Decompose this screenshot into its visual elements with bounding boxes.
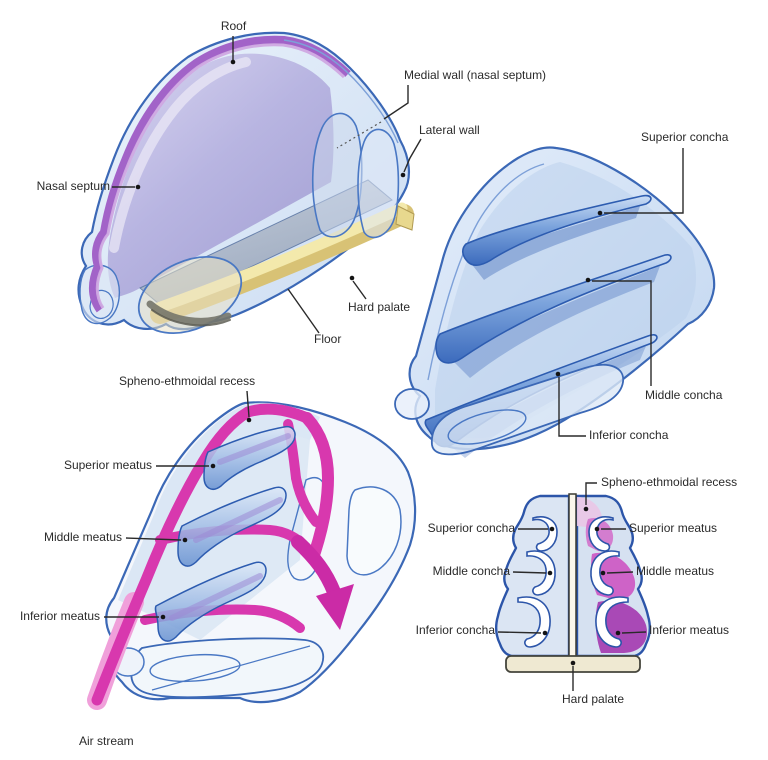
label-nasal-septum: Nasal septum xyxy=(36,179,110,193)
label-middle-concha-lateral: Middle concha xyxy=(645,388,723,402)
airflow-view-art xyxy=(87,401,417,710)
label-hard-palate-coronal: Hard palate xyxy=(562,692,625,706)
label-middle-concha-coronal: Middle concha xyxy=(432,564,510,578)
label-superior-meatus-airflow: Superior meatus xyxy=(63,458,152,472)
label-roof: Roof xyxy=(220,19,247,33)
label-sphenoethmoidal-recess-airflow: Spheno-ethmoidal recess xyxy=(119,374,256,388)
label-superior-concha-lateral: Superior concha xyxy=(641,130,729,144)
label-inferior-concha-lateral: Inferior concha xyxy=(589,428,669,442)
label-air-stream: Air stream xyxy=(79,734,134,748)
leader-lines xyxy=(104,36,684,691)
medial-view-art xyxy=(77,31,415,334)
label-superior-concha-coronal: Superior concha xyxy=(427,521,515,535)
label-middle-meatus-coronal: Middle meatus xyxy=(636,564,715,578)
label-inferior-meatus-coronal: Inferior meatus xyxy=(649,623,730,637)
label-inferior-meatus-airflow: Inferior meatus xyxy=(19,609,100,623)
coronal-view-art xyxy=(495,493,651,673)
lateral-wall-view-art xyxy=(394,146,716,458)
label-hard-palate-medial: Hard palate xyxy=(348,300,411,314)
label-lateral-wall: Lateral wall xyxy=(419,123,480,137)
label-medial-wall: Medial wall (nasal septum) xyxy=(404,68,547,82)
label-middle-meatus-airflow: Middle meatus xyxy=(43,530,122,544)
label-floor: Floor xyxy=(314,332,342,346)
label-sphenoethmoidal-recess-coronal: Spheno-ethmoidal recess xyxy=(601,475,738,489)
label-inferior-concha-coronal: Inferior concha xyxy=(415,623,495,637)
label-superior-meatus-coronal: Superior meatus xyxy=(629,521,718,535)
